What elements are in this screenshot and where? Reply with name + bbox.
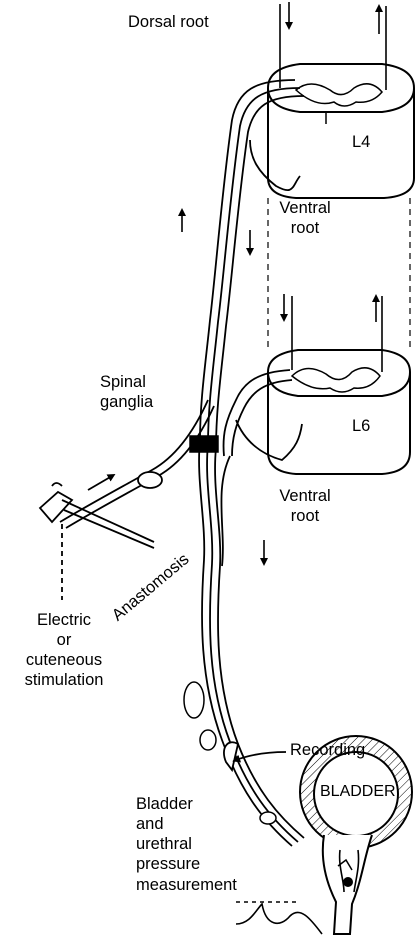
pressure-line3: urethral xyxy=(136,834,237,854)
spinal-ganglia-line1: Spinal xyxy=(100,372,153,392)
pressure-line5: measurement xyxy=(136,875,237,895)
spinal-ganglia-label: Spinal ganglia xyxy=(100,372,153,412)
spinal-ganglia-line2: ganglia xyxy=(100,392,153,412)
ventral-root-lower-label: Ventral root xyxy=(270,486,340,526)
flow-arrows xyxy=(182,212,264,562)
stimulated-nerve xyxy=(40,476,154,600)
ventral-root-lower-line2: root xyxy=(270,506,340,526)
ventral-root-lower-line1: Ventral xyxy=(270,486,340,506)
recording-electrode xyxy=(224,742,286,770)
ventral-root-upper-line1: Ventral xyxy=(272,198,338,218)
pressure-line2: and xyxy=(136,814,237,834)
dorsal-root-label: Dorsal root xyxy=(128,12,209,32)
stimulation-line2: or xyxy=(0,630,128,650)
pressure-measurement-label: Bladder and urethral pressure measuremen… xyxy=(136,794,237,895)
stimulation-line4: stimulation xyxy=(0,670,128,690)
spinal-segment-l6 xyxy=(268,350,410,474)
ventral-root-upper-label: Ventral root xyxy=(272,198,338,238)
spinal-segment-l4 xyxy=(268,64,414,198)
pressure-line4: pressure xyxy=(136,854,237,874)
recording-label: Recording xyxy=(290,740,365,760)
stimulation-label: Electric or cuteneous stimulation xyxy=(0,610,128,691)
stimulation-line1: Electric xyxy=(0,610,128,630)
pressure-line1: Bladder xyxy=(136,794,237,814)
l6-label: L6 xyxy=(352,416,370,436)
bladder xyxy=(300,736,412,934)
bladder-label: BLADDER xyxy=(320,782,396,802)
ventral-root-upper-line2: root xyxy=(272,218,338,238)
stimulation-line3: cuteneous xyxy=(0,650,128,670)
l4-label: L4 xyxy=(352,132,370,152)
pressure-trace xyxy=(236,902,322,934)
